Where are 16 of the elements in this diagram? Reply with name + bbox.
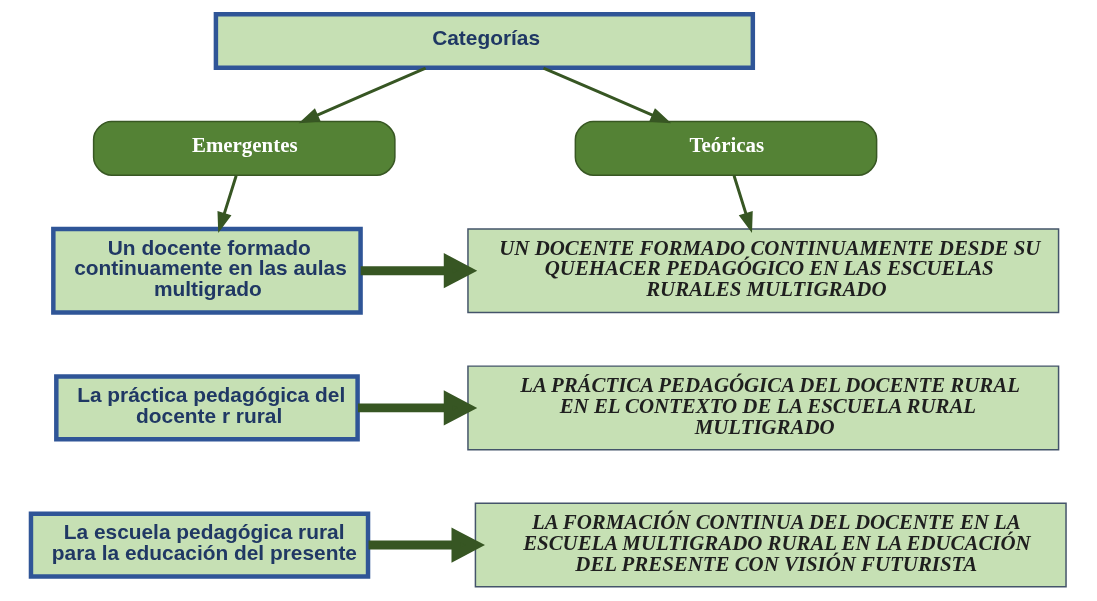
node-box: La escuela pedagógica rural para la educación del presente (28, 511, 371, 579)
arrow (732, 175, 753, 234)
node-box: LA FORMACIÓN CONTINUA DEL DOCENTE EN LA ESCUELA MULTIGRADO RURAL EN LA EDUCACIÓN DEL PRESENTE CON VISIÓN FUTURISTA (474, 502, 1067, 588)
arrow (542, 66, 672, 124)
node-box: LA PRÁCTICA PEDAGÓGICA DEL DOCENTE RURAL EN EL CONTEXTO DE LA ESCUELA RURAL MULTIGRADO (467, 365, 1060, 451)
arrow (360, 253, 478, 289)
arrow (217, 175, 238, 234)
node-box: Emergentes (92, 120, 396, 176)
node-box: Un docente formado continuamente en las aulas multigrado (51, 226, 363, 315)
node-box: Categorías (213, 11, 756, 71)
node-box: Teóricas (574, 120, 878, 176)
arrow (298, 66, 427, 124)
node-box: La práctica pedagógica del docente r rural (54, 374, 360, 442)
arrow (368, 527, 485, 563)
node-box: UN DOCENTE FORMADO CONTINUAMENTE DESDE SU QUEHACER PEDAGÓGICO EN LAS ESCUELAS RURALES MULTIGRADO (467, 228, 1060, 314)
arrow (358, 390, 478, 426)
